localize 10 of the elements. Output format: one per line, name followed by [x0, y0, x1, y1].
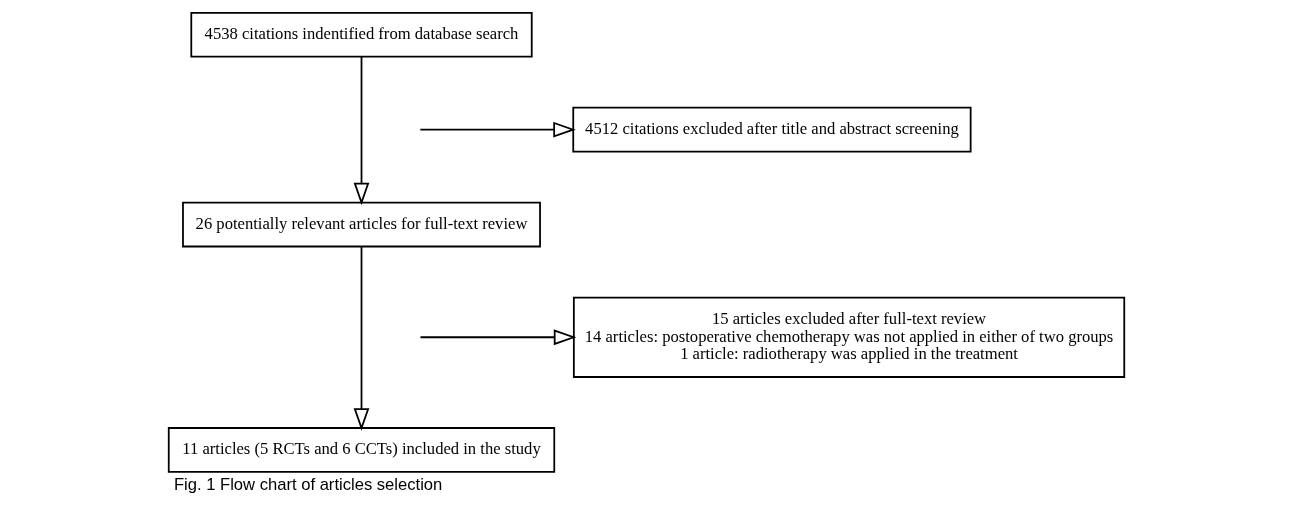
arrow [418, 121, 576, 138]
arrow [353, 55, 369, 206]
node-box: 11 articles (5 RCTs and 6 CCTs) included in the study [167, 427, 555, 473]
node-box: 4512 citations excluded after title and abstract screening [571, 106, 972, 153]
node-box: 4538 citations indentified from database search [189, 11, 533, 58]
arrow [419, 329, 576, 346]
arrow [353, 245, 369, 431]
node-box: 15 articles excluded after full-text review 14 articles: postoperative chemotherapy was not applied in either of two groups 1 article: radiotherapy was applied in the treatment [572, 296, 1125, 378]
node-box: 26 potentially relevant articles for full-text review [181, 201, 541, 248]
caption: Fig. 1 Flow chart of articles selection [173, 474, 442, 494]
